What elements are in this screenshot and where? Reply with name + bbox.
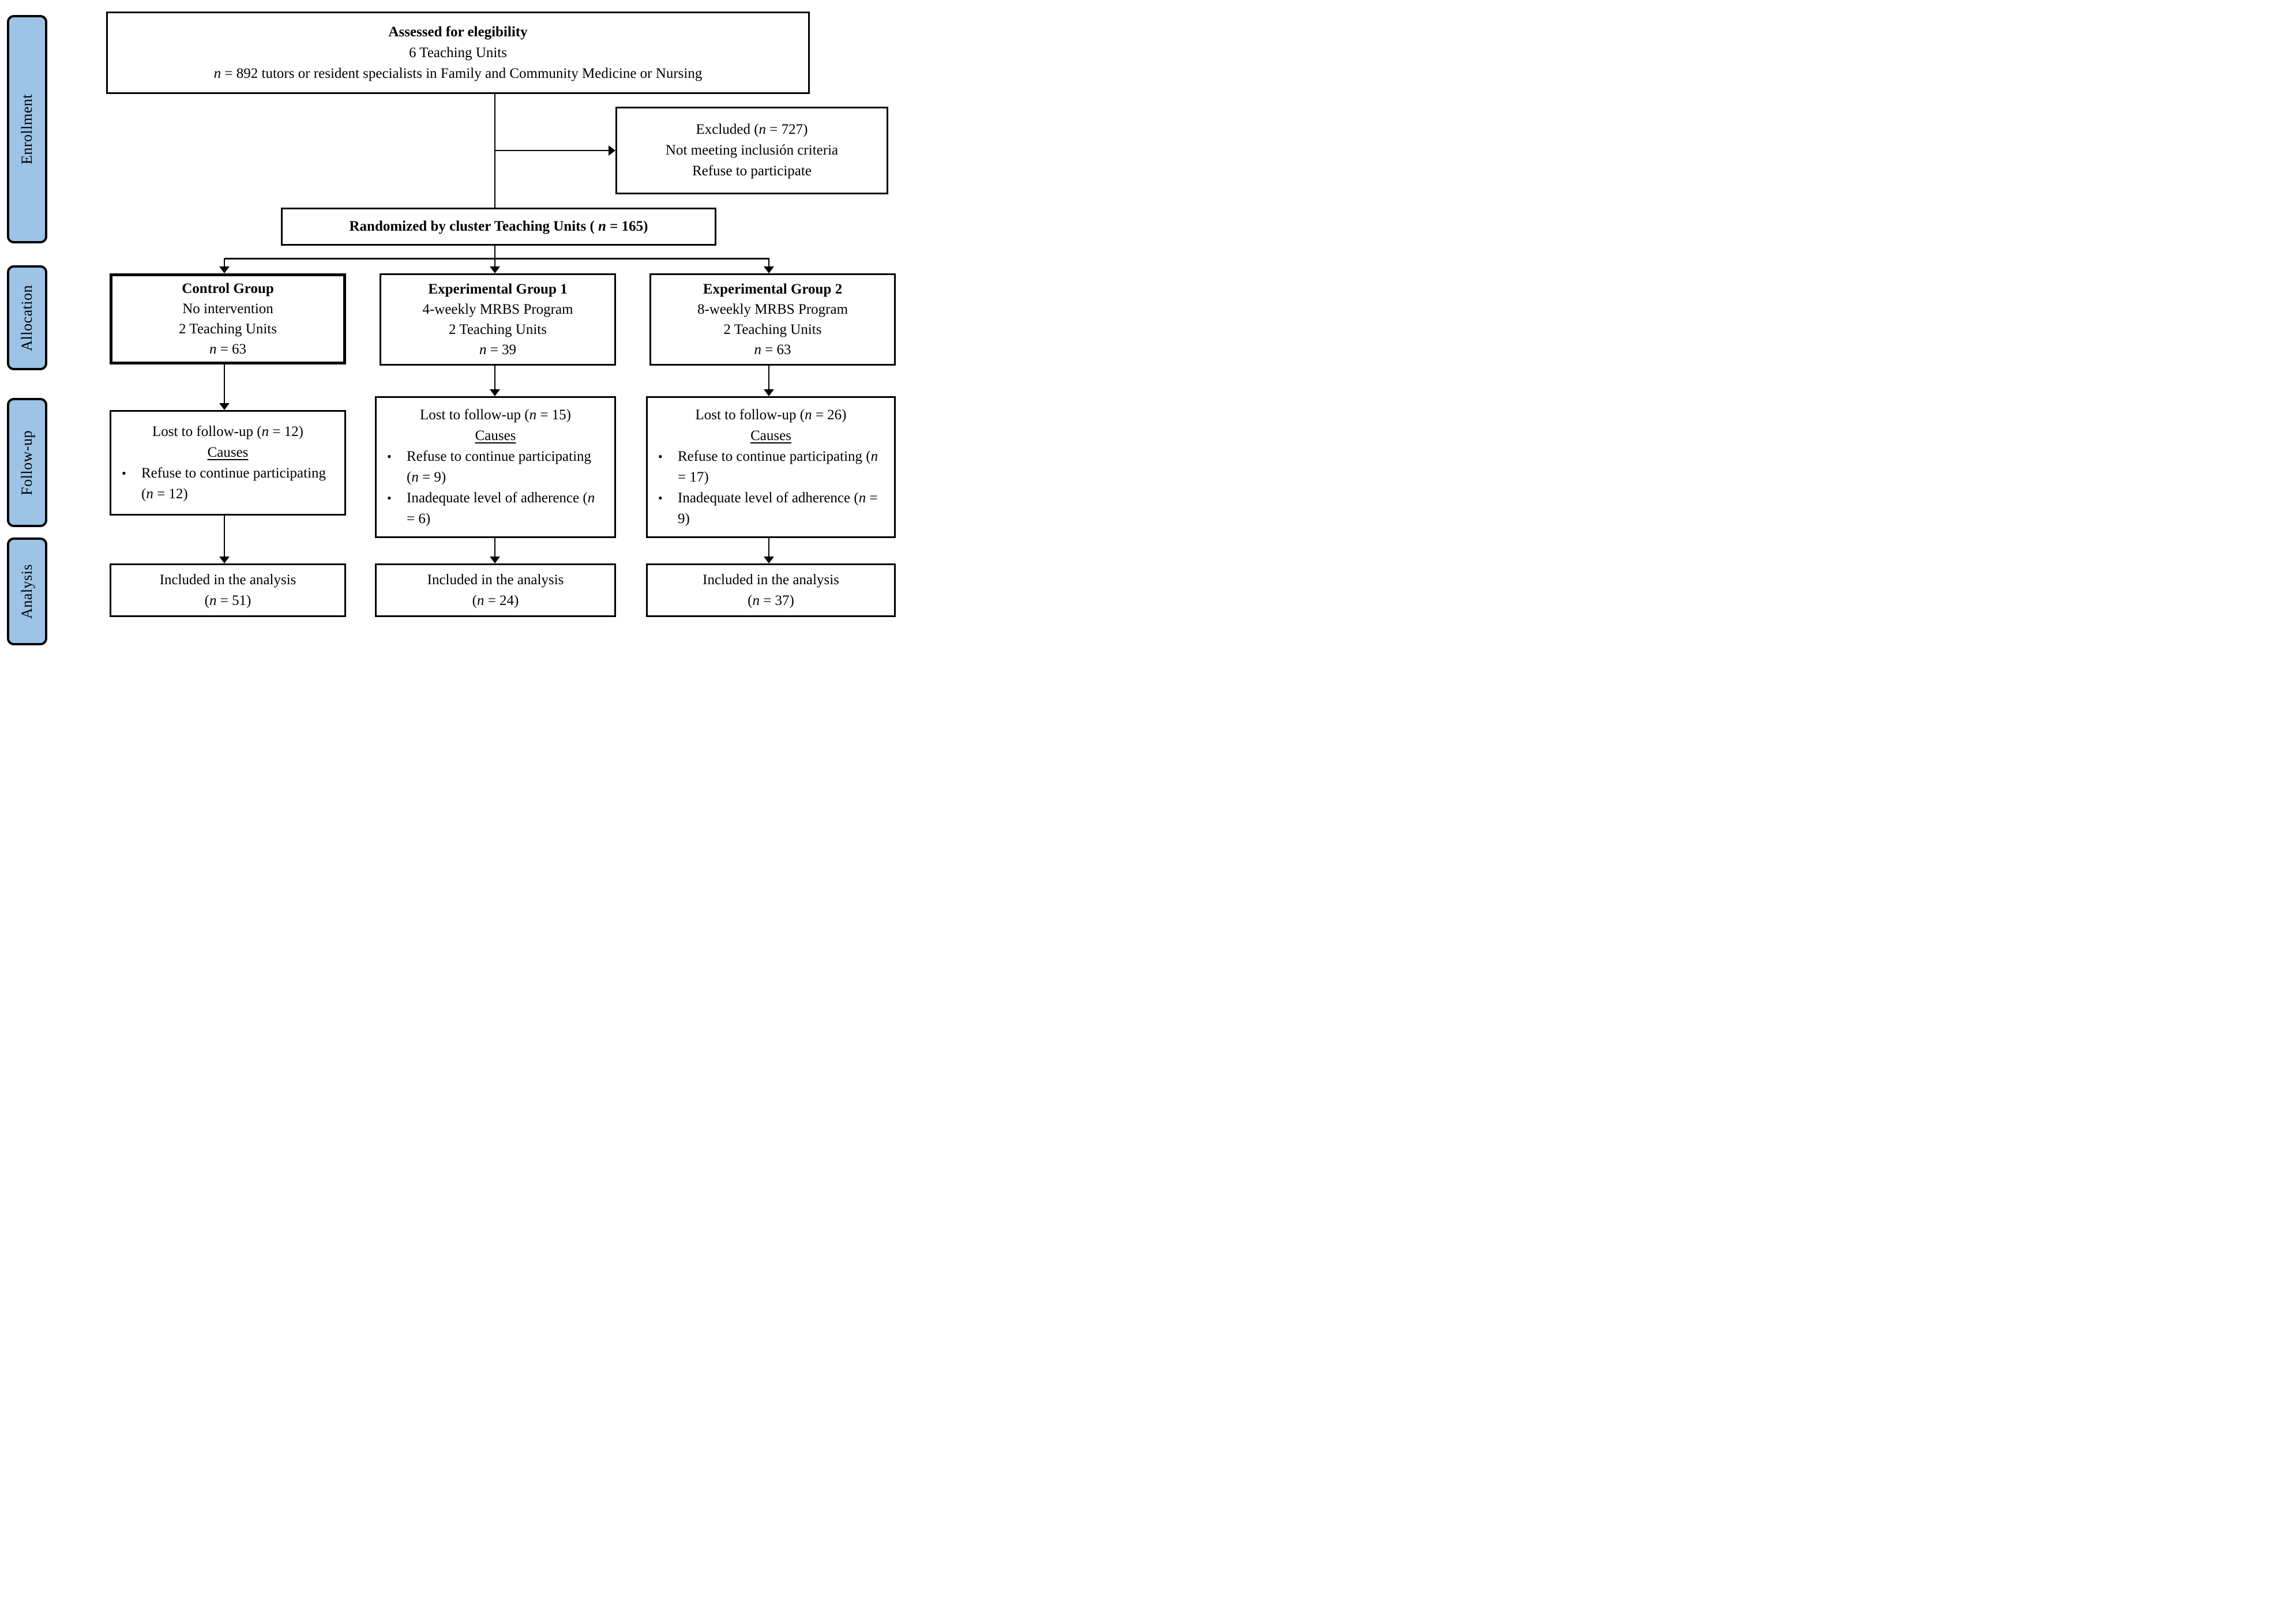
followup-box-experimental-2: Lost to follow-up (n = 26) Causes • Refu… (646, 396, 896, 538)
experimental-group-1-units: 2 Teaching Units (449, 322, 547, 337)
bullet-icon: • (658, 491, 663, 505)
connector-followup-to-analysis-exp2 (768, 538, 769, 557)
connector-branch-to-excluded (495, 150, 609, 151)
stage-follow-up-label: Follow-up (18, 430, 35, 495)
followup-exp1-cause-1: • Refuse to continue participating (n = … (384, 446, 606, 488)
control-group-box: Control Group No intervention 2 Teaching… (110, 273, 346, 364)
analysis-control-n: (n = 51) (204, 592, 251, 608)
experimental-group-1-intervention: 4-weekly MRBS Program (422, 302, 573, 317)
analysis-exp2-n: (n = 37) (748, 592, 794, 608)
arrowhead-followup-exp2 (764, 389, 774, 396)
experimental-group-2-box: Experimental Group 2 8-weekly MRBS Progr… (649, 273, 896, 366)
stage-enrollment: Enrollment (7, 15, 47, 243)
followup-exp2-causes-label: Causes (750, 428, 791, 443)
arrowhead-analysis-control (219, 557, 230, 563)
experimental-group-2-title: Experimental Group 2 (703, 281, 843, 297)
assessed-units: 6 Teaching Units (409, 44, 507, 61)
analysis-box-experimental-2: Included in the analysis (n = 37) (646, 563, 896, 617)
arrowhead-experimental-group-1 (490, 266, 500, 273)
arrowhead-experimental-group-2 (764, 266, 774, 273)
randomized-box: Randomized by cluster Teaching Units ( n… (281, 208, 716, 246)
followup-box-experimental-1: Lost to follow-up (n = 15) Causes • Refu… (375, 396, 616, 538)
assessed-title: Assessed for elegibility (388, 24, 528, 40)
experimental-group-1-n: n = 39 (479, 342, 517, 358)
arrowhead-analysis-exp2 (764, 557, 774, 563)
arrowhead-excluded (609, 145, 615, 156)
bullet-icon: • (122, 465, 126, 480)
analysis-box-experimental-1: Included in the analysis (n = 24) (375, 563, 616, 617)
followup-exp2-cause-2: • Inadequate level of adherence (n = 9) (655, 488, 886, 529)
followup-exp2-cause-1: • Refuse to continue participating (n = … (655, 446, 886, 488)
connector-fanout-to-exp1 (494, 258, 495, 268)
experimental-group-2-units: 2 Teaching Units (723, 322, 822, 337)
assessed-for-eligibility-box: Assessed for elegibility 6 Teaching Unit… (106, 12, 810, 94)
control-group-units: 2 Teaching Units (179, 321, 277, 337)
excluded-n: Excluded (n = 727) (696, 122, 808, 137)
bullet-icon: • (658, 449, 663, 464)
excluded-reason-1: Not meeting inclusión criteria (665, 142, 839, 158)
analysis-control-line1: Included in the analysis (159, 572, 296, 588)
connector-control-to-followup (224, 364, 225, 404)
connector-randomized-to-fanout (494, 246, 495, 258)
experimental-group-1-box: Experimental Group 1 4-weekly MRBS Progr… (380, 273, 616, 366)
stage-analysis: Analysis (7, 537, 47, 645)
bullet-icon: • (387, 449, 392, 464)
fanout-horizontal-line (224, 258, 769, 260)
analysis-box-control: Included in the analysis (n = 51) (110, 563, 346, 617)
stage-allocation-label: Allocation (18, 284, 35, 351)
connector-fanout-to-exp2 (768, 258, 769, 268)
followup-exp1-cause-2: • Inadequate level of adherence (n = 6) (384, 488, 606, 529)
followup-control-cause-1: • Refuse to continue participating (n = … (118, 463, 336, 505)
experimental-group-2-n: n = 63 (754, 342, 791, 358)
stage-follow-up: Follow-up (7, 398, 47, 527)
control-group-n: n = 63 (209, 341, 247, 357)
analysis-exp2-line1: Included in the analysis (703, 572, 839, 588)
arrowhead-analysis-exp1 (490, 557, 500, 563)
experimental-group-2-intervention: 8-weekly MRBS Program (697, 302, 848, 317)
stage-allocation: Allocation (7, 265, 47, 370)
followup-exp2-title: Lost to follow-up (n = 26) (695, 407, 847, 423)
stage-enrollment-label: Enrollment (18, 94, 35, 164)
connector-exp2-to-followup (768, 366, 769, 390)
arrowhead-followup-control (219, 403, 230, 410)
experimental-group-1-title: Experimental Group 1 (428, 281, 568, 297)
control-group-intervention: No intervention (182, 301, 273, 317)
randomized-title: Randomized by cluster Teaching Units ( n… (349, 219, 648, 234)
connector-followup-to-analysis-control (224, 516, 225, 557)
arrowhead-control-group (219, 266, 230, 273)
followup-exp1-title: Lost to follow-up (n = 15) (419, 407, 571, 423)
analysis-exp1-line1: Included in the analysis (427, 572, 564, 588)
excluded-reason-2: Refuse to participate (692, 163, 812, 179)
consort-flow-diagram: Enrollment Allocation Follow-up Analysis… (0, 0, 915, 649)
assessed-n: n = 892 tutors or resident specialists i… (213, 65, 703, 81)
followup-exp1-causes-label: Causes (475, 428, 516, 443)
analysis-exp1-n: (n = 24) (472, 592, 519, 608)
connector-fanout-to-control (224, 258, 225, 268)
control-group-title: Control Group (182, 281, 274, 296)
connector-followup-to-analysis-exp1 (494, 538, 495, 557)
arrowhead-followup-exp1 (490, 389, 500, 396)
followup-control-title: Lost to follow-up (n = 12) (152, 423, 303, 439)
connector-exp1-to-followup (494, 366, 495, 390)
bullet-icon: • (387, 491, 392, 505)
stage-analysis-label: Analysis (18, 564, 35, 619)
followup-box-control: Lost to follow-up (n = 12) Causes • Refu… (110, 410, 346, 516)
followup-control-causes-label: Causes (207, 444, 249, 460)
excluded-box: Excluded (n = 727) Not meeting inclusión… (615, 107, 888, 194)
